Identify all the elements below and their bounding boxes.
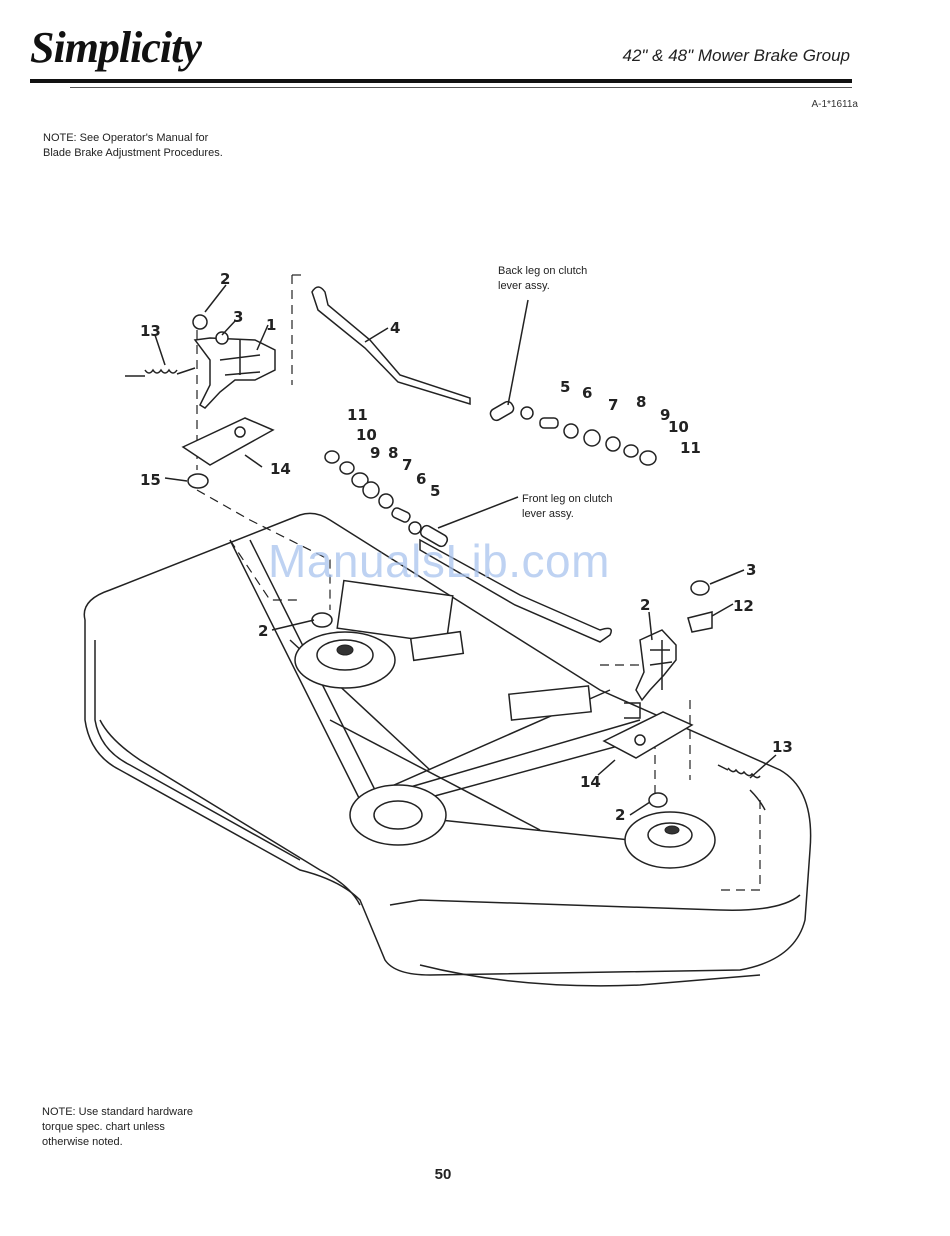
page-number: 50 <box>434 1166 452 1183</box>
spindle-left <box>294 631 396 689</box>
callout-5: 5 <box>560 378 570 396</box>
note-hardware-torque: NOTE: Use standard hardware torque spec.… <box>42 1106 194 1148</box>
header-rule-thin <box>70 87 852 88</box>
callout-14: 14 <box>580 773 601 791</box>
callout-2: 2 <box>640 596 650 614</box>
watermark: ManualsLib.com <box>268 535 610 587</box>
spindle-right <box>624 811 716 869</box>
nut-15 <box>187 473 209 489</box>
callout-2: 2 <box>220 270 230 288</box>
leader-lines <box>154 284 777 816</box>
callout-5: 5 <box>430 482 440 500</box>
figure-reference-code: A-1*1611a <box>811 99 858 110</box>
callout-11: 11 <box>347 406 368 424</box>
callout-4: 4 <box>390 319 400 337</box>
brake-plate-left <box>181 417 275 466</box>
callout-2: 2 <box>615 806 625 824</box>
brake-bracket-right <box>624 629 677 719</box>
callout-15: 15 <box>140 471 161 489</box>
spring-left <box>125 367 196 377</box>
back-leg-label-line2: lever assy. <box>498 280 550 292</box>
brake-plate-right <box>602 711 694 759</box>
callout-6: 6 <box>582 384 592 402</box>
callout-9: 9 <box>370 444 380 462</box>
brake-rod-upper <box>311 286 471 406</box>
note-brake-adjustment: NOTE: See Operator's Manual for Blade Br… <box>43 132 223 159</box>
header-rule-thick <box>30 79 852 83</box>
callout-14: 14 <box>270 460 291 478</box>
spring-right <box>717 764 766 811</box>
hardware-chain-front <box>324 450 449 548</box>
callout-7: 7 <box>402 456 412 474</box>
callout-13: 13 <box>772 738 793 756</box>
brake-rod-lower <box>419 538 612 643</box>
callout-numbers: 2 3 1 13 14 15 4 5 6 7 8 9 10 11 11 10 9… <box>140 270 793 824</box>
callout-12: 12 <box>733 597 754 615</box>
callout-9: 9 <box>660 406 670 424</box>
callout-3: 3 <box>746 561 756 579</box>
brake-bracket-left <box>192 314 276 409</box>
callout-13: 13 <box>140 322 161 340</box>
callout-2: 2 <box>258 622 268 640</box>
callout-8: 8 <box>636 393 646 411</box>
front-leg-label-line2: lever assy. <box>522 508 574 520</box>
callout-6: 6 <box>416 470 426 488</box>
callout-3: 3 <box>233 308 243 326</box>
callout-1: 1 <box>266 316 276 334</box>
callout-7: 7 <box>608 396 618 414</box>
hardware-chain-upper <box>489 400 657 466</box>
callout-8: 8 <box>388 444 398 462</box>
back-leg-label-line1: Back leg on clutch <box>498 265 587 277</box>
nut-right-lower <box>648 792 668 808</box>
assembly-lines <box>196 274 761 891</box>
callout-10: 10 <box>668 418 689 436</box>
nut-right-top <box>690 580 710 596</box>
callout-11: 11 <box>680 439 701 457</box>
nut-left-deck <box>311 612 333 628</box>
callout-10: 10 <box>356 426 377 444</box>
front-leg-label-line1: Front leg on clutch <box>522 493 613 505</box>
clutch-lever-labels: Back leg on clutch lever assy. Front leg… <box>498 265 613 520</box>
clip-right <box>687 611 713 633</box>
brand-logo: Simplicity <box>30 23 202 72</box>
page-title: 42" & 48" Mower Brake Group <box>622 46 850 65</box>
spindle-center <box>349 784 447 846</box>
